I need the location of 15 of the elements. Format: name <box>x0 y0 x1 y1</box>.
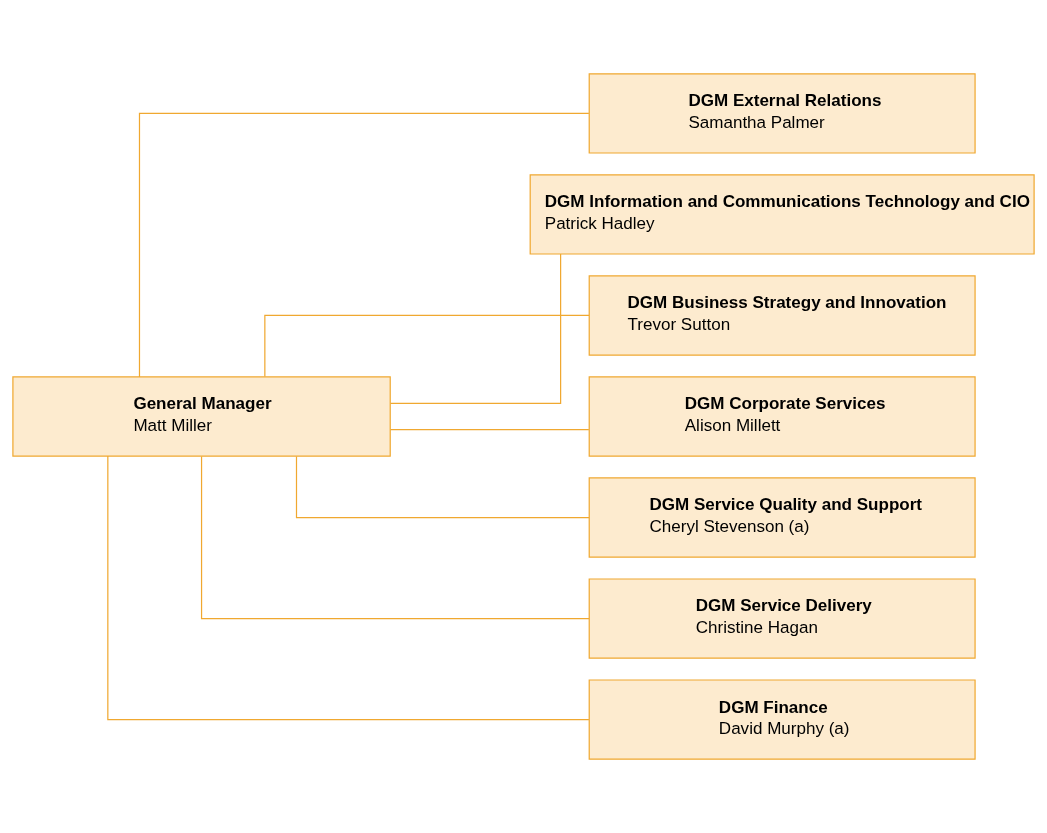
node-box: DGM Corporate Services Alison Millett <box>588 376 976 457</box>
connector <box>138 112 590 378</box>
connector <box>389 253 562 404</box>
connector <box>264 314 590 378</box>
connector <box>295 455 590 519</box>
connector <box>389 429 590 431</box>
connector <box>200 455 590 620</box>
node-box: DGM Information and Communications Technology and CIO Patrick Hadley <box>529 174 1035 255</box>
node-box: DGM Finance David Murphy (a) <box>588 679 976 760</box>
node-box: DGM External Relations Samantha Palmer <box>588 73 976 154</box>
connector <box>107 455 590 721</box>
node-box: DGM Service Quality and Support Cheryl Stevenson (a) <box>588 477 976 558</box>
node-box: DGM Service Delivery Christine Hagan <box>588 578 976 659</box>
node-box: General Manager Matt Miller <box>12 376 391 457</box>
node-box: DGM Business Strategy and Innovation Trevor Sutton <box>588 275 976 356</box>
